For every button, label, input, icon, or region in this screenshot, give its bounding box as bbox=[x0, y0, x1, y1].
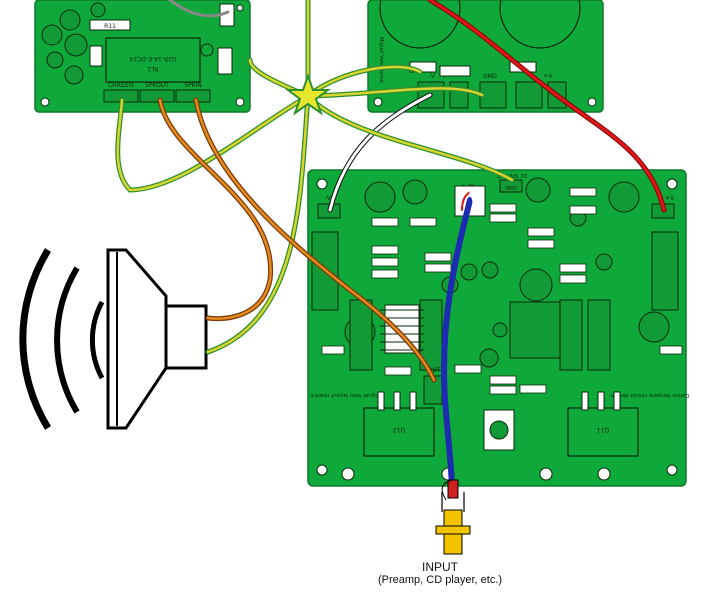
psu-terminal-neg-label: -V bbox=[429, 73, 436, 80]
amp-dc-spk-label: DC SPK OUT bbox=[496, 172, 528, 178]
amp-credit-right: Carlos Vergara circuit design bbox=[610, 392, 689, 398]
psu-credit: Miguel Velo layout bbox=[378, 37, 384, 83]
transistor-q11-label: Q11 bbox=[597, 426, 610, 433]
input-caption: INPUT (Preamp, CD player, etc.) bbox=[330, 560, 550, 587]
amp-credit-left: Miguel Velo layout rework bbox=[310, 392, 382, 398]
amp-out-label: OUT bbox=[428, 367, 441, 374]
amp-board: - IN + DC SPK OUT GND -V +V bbox=[307, 169, 690, 487]
psu-terminal-pos-label: +V bbox=[543, 73, 553, 80]
psu-terminal-gnd-label: GND bbox=[483, 73, 497, 80]
amp-rail-neg-label: -V bbox=[325, 195, 332, 202]
relay-terminals: CHASSIS SPKOUT SPKIN bbox=[103, 82, 211, 103]
star-ground-icon bbox=[285, 73, 331, 116]
input-caption-title: INPUT bbox=[422, 560, 458, 574]
amp-gnd-label: GND bbox=[505, 184, 517, 190]
terminal-spkin-label: SPKIN bbox=[184, 82, 202, 89]
input-caption-subtitle: (Preamp, CD player, etc.) bbox=[377, 574, 503, 586]
terminal-spkout-label: SPKOUT bbox=[145, 82, 169, 89]
relay-board-capacitors bbox=[41, 2, 106, 85]
transistor-q12-label: Q12 bbox=[393, 426, 406, 433]
relay-label: RL1 bbox=[147, 65, 159, 72]
amp-output-transistors: Q12 Q11 bbox=[363, 391, 639, 457]
terminal-chassis-label: CHASSIS bbox=[108, 82, 134, 89]
relay-board: R11 G2R-1A-E-DC24 RL1 CHASSIS SPKOUT SPK… bbox=[34, 0, 251, 113]
psu-board: Miguel Velo layout -V GND +V bbox=[367, 0, 604, 113]
amp-rail-pos-label: +V bbox=[665, 195, 675, 202]
speaker-icon bbox=[19, 248, 208, 430]
relay-part-label: G2R-1A-E-DC24 bbox=[129, 55, 176, 62]
rca-plug-icon bbox=[435, 479, 471, 555]
relay-resistor-label: R11 bbox=[104, 23, 116, 30]
